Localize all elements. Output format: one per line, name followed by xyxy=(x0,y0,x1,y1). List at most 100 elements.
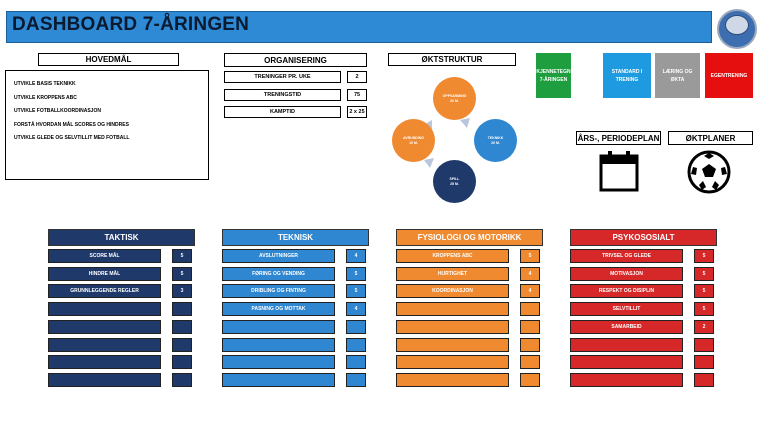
goal-item: UTVIKLE KROPPENS ABC xyxy=(14,94,77,101)
category-row-label[interactable] xyxy=(222,355,335,370)
category-row-label[interactable] xyxy=(222,337,335,352)
category-row-score xyxy=(694,372,714,387)
phase-name: OPPVARMING xyxy=(442,93,467,98)
link-label: 7-ÅRINGEN xyxy=(539,76,568,83)
category-row-label[interactable]: DRIBLING OG FINTING xyxy=(222,284,335,299)
category-row-label[interactable]: HURTIGHET xyxy=(396,266,509,281)
category-row-label[interactable] xyxy=(396,319,509,334)
category-row-label[interactable] xyxy=(48,302,161,317)
category-row-label[interactable] xyxy=(396,355,509,370)
category-row-label[interactable]: HINDRE MÅL xyxy=(48,266,161,281)
category-row-label[interactable] xyxy=(396,302,509,317)
category-row-score xyxy=(346,319,366,334)
category-row-label[interactable]: GRUNNLEGGENDE REGLER xyxy=(48,284,161,299)
category-row-label[interactable]: SELVTILLIT xyxy=(570,302,683,317)
category-row-score xyxy=(172,372,192,387)
link-egentrening-button[interactable]: EGENTRENING xyxy=(705,53,753,98)
category-row-score xyxy=(346,337,366,352)
hovedmal-header: HOVEDMÅL xyxy=(38,53,179,66)
category-row-label[interactable] xyxy=(48,355,161,370)
category-row-label[interactable]: TRIVSEL OG GLEDE xyxy=(570,249,683,263)
category-row-score: 5 xyxy=(520,249,540,263)
category-row-score: 2 xyxy=(694,319,714,334)
arrow-icon xyxy=(460,118,470,128)
phase-name: AVRUNDING xyxy=(403,135,424,140)
link-label: ØKTA xyxy=(670,76,685,83)
category-row-label[interactable]: MOTIVASJON xyxy=(570,266,683,281)
category-row-score: 4 xyxy=(346,302,366,317)
category-row-label[interactable]: SAMARBEID xyxy=(570,319,683,334)
category-row-score: 4 xyxy=(520,284,540,299)
category-row-label[interactable] xyxy=(222,319,335,334)
title-bar xyxy=(6,11,712,43)
category-row-score: 5 xyxy=(172,249,192,263)
category-row-score xyxy=(520,355,540,370)
oktstruktur-header: ØKTSTRUKTUR xyxy=(388,53,516,66)
category-row-score xyxy=(520,372,540,387)
category-row-label[interactable] xyxy=(570,337,683,352)
goal-item: UTVIKLE BASIS TEKNIKK xyxy=(14,81,76,87)
phase-name: TEKNIKK xyxy=(487,135,504,140)
calendar-icon[interactable] xyxy=(599,150,639,192)
category-row-score: 3 xyxy=(172,284,192,299)
category-row-label[interactable]: FØRING OG VENDING xyxy=(222,266,335,281)
category-header: FYSIOLOGI OG MOTORIKK xyxy=(396,229,543,246)
category-row-label[interactable] xyxy=(570,355,683,370)
phase-duration: 25 M. xyxy=(450,181,459,186)
category-row-label[interactable]: KROPPENS ABC xyxy=(396,249,509,263)
category-row-label[interactable]: AVSLUTNINGER xyxy=(222,249,335,263)
category-row-score xyxy=(694,337,714,352)
page-title: DASHBOARD 7-ÅRINGEN xyxy=(12,14,250,35)
category-row-score xyxy=(520,337,540,352)
category-row-label[interactable]: SCORE MÅL xyxy=(48,249,161,263)
org-value-kamptid: 2 x 25 xyxy=(347,106,367,118)
category-row-score: 5 xyxy=(694,284,714,299)
category-row-label[interactable] xyxy=(48,337,161,352)
category-row-score: 5 xyxy=(694,249,714,263)
category-row-score: 4 xyxy=(346,249,366,263)
category-row-label[interactable] xyxy=(396,337,509,352)
phase-name: SPILL xyxy=(449,176,460,181)
category-header: TAKTISK xyxy=(48,229,195,246)
category-row-score: 5 xyxy=(694,266,714,281)
org-label-treninger: TRENINGER PR. UKE xyxy=(224,71,341,83)
category-row-score xyxy=(520,319,540,334)
soccer-ball-icon[interactable] xyxy=(687,150,731,194)
oktplaner-button[interactable]: ØKTPLANER xyxy=(668,131,753,145)
category-row-label[interactable] xyxy=(570,372,683,387)
category-row-score xyxy=(172,337,192,352)
category-header: TEKNISK xyxy=(222,229,369,246)
goal-item: FORSTÅ HVORDAN MÅL SCORES OG HINDRES xyxy=(14,121,129,128)
category-row-score: 5 xyxy=(172,266,192,281)
category-row-label[interactable] xyxy=(222,372,335,387)
arrow-icon xyxy=(424,158,434,168)
category-row-label[interactable] xyxy=(48,319,161,334)
category-row-label[interactable] xyxy=(396,372,509,387)
link-label: LÆRING OG xyxy=(662,68,693,75)
org-value-treninger: 2 xyxy=(347,71,367,83)
hovedmal-list: UTVIKLE BASIS TEKNIKK UTVIKLE KROPPENS A… xyxy=(5,70,209,180)
category-row-label[interactable]: RESPEKT OG DISIPLIN xyxy=(570,284,683,299)
category-row-score xyxy=(346,355,366,370)
periodeplan-button[interactable]: ÅRS-, PERIODEPLAN xyxy=(576,131,661,145)
category-row-label[interactable] xyxy=(48,372,161,387)
category-row-score xyxy=(694,355,714,370)
category-row-score xyxy=(520,302,540,317)
category-row-label[interactable]: KOORDINASJON xyxy=(396,284,509,299)
org-value-treningstid: 75 xyxy=(347,89,367,101)
category-row-score xyxy=(172,355,192,370)
link-label: STANDARD I xyxy=(611,68,643,75)
category-row-label[interactable]: PASNING OG MOTTAK xyxy=(222,302,335,317)
org-label-kamptid: KAMPTID xyxy=(224,106,341,118)
category-row-score xyxy=(172,319,192,334)
goal-item: UTVIKLE GLEDE OG SELVTILLIT MED FOTBALL xyxy=(14,135,130,141)
goal-item: UTVIKLE FOTBALLKOORDINASJON xyxy=(14,108,101,114)
org-label-treningstid: TRENINGSTID xyxy=(224,89,341,101)
